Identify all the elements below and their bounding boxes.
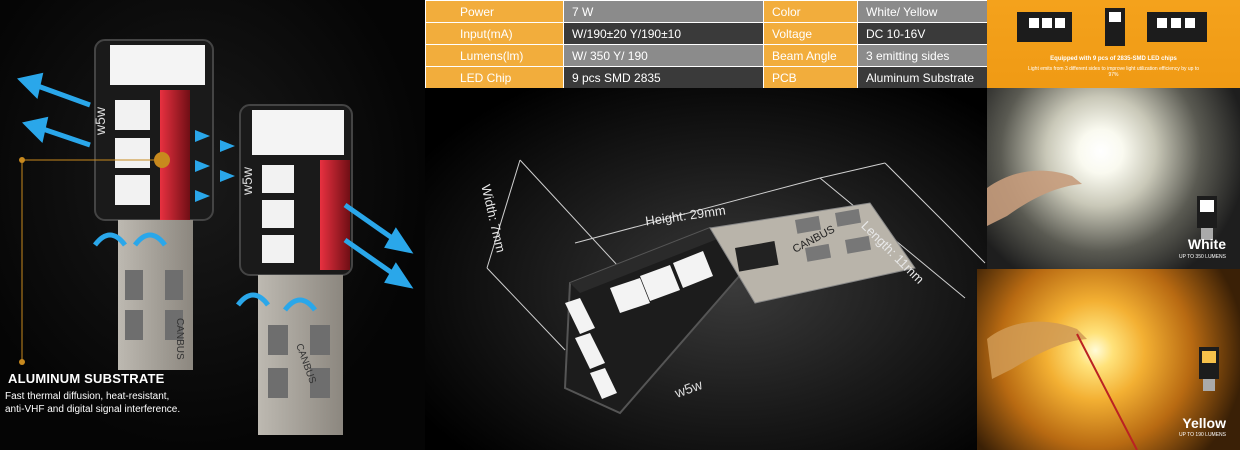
- bulb-3d: [563, 202, 916, 415]
- bulb-back-model-label: w5w: [239, 166, 255, 196]
- bulb-front-model-label: w5w: [92, 106, 108, 136]
- spec-value: Aluminum Substrate: [857, 66, 988, 89]
- callout-line-2: anti-VHF and digital signal interference…: [5, 404, 181, 415]
- airflow-arrows: [17, 72, 414, 312]
- bulb-model-label: w5w: [672, 376, 706, 401]
- spec-table: Power 7 W Color White/ Yellow Input(mA) …: [425, 0, 988, 89]
- chip-info-subtext: Light emits from 3 different sides to im…: [1027, 66, 1199, 78]
- spec-label: Lumens(lm): [425, 44, 564, 67]
- dimension-panel: CANBUS w5w Height: 29mm Length: 11mm Wid…: [425, 88, 987, 450]
- spec-row: LED Chip 9 pcs SMD 2835 PCB Aluminum Sub…: [425, 66, 988, 89]
- spec-label: Power: [425, 0, 564, 23]
- spec-value: White/ Yellow: [857, 0, 988, 23]
- spec-label: Beam Angle: [763, 44, 858, 67]
- spec-value: W/ 350 Y/ 190: [563, 44, 764, 67]
- yellow-variant-panel: Yellow UP TO 190 LUMENS: [977, 269, 1240, 450]
- yellow-variant-name: Yellow: [1182, 415, 1226, 431]
- spec-label: PCB: [763, 66, 858, 89]
- heat-dissipation-panel: w5w CANBUS w5w CANBUS ALUMINUM SUBSTRATE…: [0, 0, 425, 450]
- spec-value: 9 pcs SMD 2835: [563, 66, 764, 89]
- bulb-airflow-illustration: w5w CANBUS w5w CANBUS: [17, 39, 414, 435]
- callout-description: Fast thermal diffusion, heat-resistant, …: [5, 390, 225, 416]
- white-variant-illustration: [987, 170, 1217, 240]
- mini-bulbs: [1017, 8, 1207, 46]
- white-variant-panel: White UP TO 350 LUMENS: [987, 88, 1240, 269]
- chip-info-heading: Equipped with 9 pcs of 2835-SMD LED chip…: [1050, 56, 1177, 62]
- spec-value: W/190±20 Y/190±10: [563, 22, 764, 45]
- bulb-front-canbus-label: CANBUS: [174, 318, 185, 360]
- yellow-variant-lumens: UP TO 190 LUMENS: [1179, 432, 1226, 438]
- spec-value: 7 W: [563, 0, 764, 23]
- spec-value: DC 10-16V: [857, 22, 988, 45]
- spec-label: Input(mA): [425, 22, 564, 45]
- bulb-back: [239, 104, 353, 435]
- white-variant-name: White: [1187, 236, 1226, 252]
- airflow-small-arrows: [195, 130, 235, 202]
- spec-row: Power 7 W Color White/ Yellow: [425, 0, 988, 23]
- callout-pointer: [19, 152, 170, 365]
- spec-label: Color: [763, 0, 858, 23]
- white-variant-lumens: UP TO 350 LUMENS: [1179, 254, 1226, 260]
- spec-label: LED Chip: [425, 66, 564, 89]
- spec-row: Lumens(lm) W/ 350 Y/ 190 Beam Angle 3 em…: [425, 44, 988, 67]
- dimension-diagram: CANBUS w5w: [486, 159, 986, 415]
- spec-value: 3 emitting sides: [857, 44, 988, 67]
- callout-title: ALUMINUM SUBSTRATE: [8, 371, 165, 386]
- spec-row: Input(mA) W/190±20 Y/190±10 Voltage DC 1…: [425, 22, 988, 45]
- spec-label: Voltage: [763, 22, 858, 45]
- yellow-variant-illustration: [987, 321, 1219, 450]
- callout-line-1: Fast thermal diffusion, heat-resistant,: [5, 391, 170, 402]
- chip-info-panel: Equipped with 9 pcs of 2835-SMD LED chip…: [987, 0, 1240, 88]
- bulb-front: [94, 39, 214, 370]
